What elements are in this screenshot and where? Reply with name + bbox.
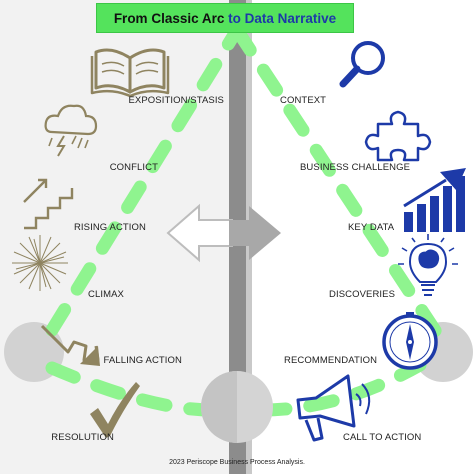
label-falling-action: FALLING ACTION [103, 355, 182, 366]
label-rising-action: RISING ACTION [73, 222, 146, 233]
page-title: From Classic Arc to Data Narrative [96, 3, 354, 33]
narrative-arc-path [45, 23, 447, 417]
label-climax: CLIMAX [88, 289, 124, 300]
lightbulb-brain-icon [398, 234, 458, 296]
storm-cloud-icon [44, 104, 98, 157]
megaphone-icon [296, 374, 371, 442]
bar-chart-icon [403, 168, 466, 232]
arrow-down-right-icon [40, 324, 100, 366]
label-call-to-action: CALL TO ACTION [343, 432, 422, 443]
burst-icon [12, 235, 68, 291]
footnote: 2023 Periscope Business Process Analysis… [169, 459, 305, 466]
transition-arrow [166, 203, 281, 263]
label-discoveries: DISCOVERIES [329, 289, 396, 300]
compass-icon [382, 312, 438, 370]
checkmark-icon [90, 382, 140, 438]
label-recommendation: RECOMMENDATION [284, 355, 378, 366]
label-key-data: KEY DATA [348, 222, 395, 233]
puzzle-piece-icon [364, 110, 432, 162]
book-icon [90, 48, 170, 98]
magnifier-icon [339, 41, 385, 88]
stairs-up-icon [23, 178, 74, 230]
label-context: CONTEXT [280, 95, 327, 106]
label-exposition: EXPOSITION/STASIS [128, 95, 224, 106]
label-resolution: RESOLUTION [51, 432, 114, 443]
label-business-challenge: BUSINESS CHALLENGE [300, 162, 411, 173]
label-conflict: CONFLICT [109, 162, 158, 173]
